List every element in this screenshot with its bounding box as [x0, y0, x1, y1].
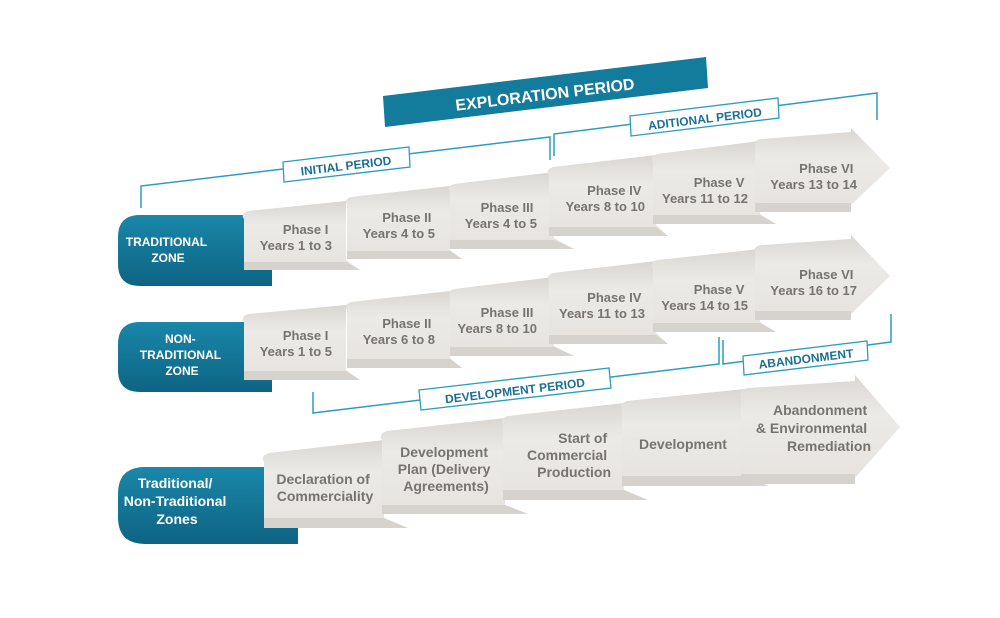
phase-years: Years 8 to 10	[566, 199, 646, 214]
phase-arrow: Phase VI Years 16 to 17	[754, 235, 890, 320]
traditional-zone-row: TRADITIONAL ZONE Phase I Years 1 to 3 Ph…	[118, 128, 890, 286]
development-step: Development	[620, 389, 768, 486]
svg-text:Abandonment & Environm: Abandonment & Environmental Remediation	[756, 402, 871, 454]
svg-text:Phase I Years 1 to 3: Phase I Years 1 to 3	[260, 222, 332, 253]
svg-text:Traditional/ Non-Tradi: Traditional/ Non-Traditional Zones	[124, 475, 231, 527]
phase-years: Years 14 to 15	[661, 298, 748, 313]
non-traditional-zone-label: NON- TRADITIONAL ZONE	[118, 322, 272, 392]
svg-text:Phase II Years 6 to 8: Phase II Years 6 to 8	[363, 316, 435, 347]
phase-arrow: Phase VI Years 13 to 14	[754, 128, 890, 212]
non-traditional-zone-line-3: ZONE	[165, 364, 198, 378]
phase-years: Years 1 to 3	[260, 238, 332, 253]
phase-name: Phase I	[283, 222, 329, 237]
development-steps-row: Traditional/ Non-Traditional Zones Decla…	[118, 375, 900, 544]
step-line: Development	[400, 444, 488, 460]
phase-name: Phase VI	[799, 267, 853, 282]
non-traditional-zone-line-1: NON-	[165, 332, 196, 346]
traditional-zone-label: TRADITIONAL ZONE	[118, 215, 272, 286]
step-line: Development	[639, 436, 727, 452]
phase-years: Years 11 to 12	[662, 191, 748, 206]
development-zone-line-3: Zones	[156, 511, 197, 527]
development-step: Development Plan (Delivery Agreements)	[380, 418, 528, 514]
phase-years: Years 16 to 17	[770, 283, 857, 298]
svg-text:Phase II Years 4 to 5: Phase II Years 4 to 5	[363, 210, 435, 241]
development-zone-line-2: Non-Traditional	[124, 493, 227, 509]
svg-text:Development: Development	[639, 436, 727, 452]
phase-name: Phase V	[694, 282, 745, 297]
step-line: Commerciality	[277, 488, 374, 504]
phase-years: Years 4 to 5	[363, 226, 435, 241]
development-arrow: Abandonment & Environmental Remediation	[740, 375, 900, 484]
phase-step: Phase IV Years 8 to 10	[547, 155, 668, 236]
development-step: Declaration of Commerciality	[262, 440, 408, 528]
step-line: Agreements)	[403, 478, 489, 494]
step-line: Start of	[558, 430, 607, 446]
phase-years: Years 8 to 10	[458, 321, 538, 336]
phase-name: Phase III	[481, 200, 534, 215]
svg-text:Phase III Years 8 to 1: Phase III Years 8 to 10	[458, 305, 538, 336]
phase-name: Phase IV	[587, 183, 642, 198]
phase-step: Phase I Years 1 to 5	[242, 305, 360, 380]
phase-name: Phase I	[283, 328, 329, 343]
phase-name: Phase VI	[799, 161, 853, 176]
phase-years: Years 6 to 8	[363, 332, 435, 347]
svg-text:Phase IV Years 8 to 10: Phase IV Years 8 to 10	[566, 183, 646, 214]
step-line: Remediation	[787, 438, 871, 454]
traditional-zone-line-2: ZONE	[151, 251, 184, 265]
phase-step: Phase II Years 4 to 5	[345, 186, 462, 259]
svg-text:Development Plan (Deli: Development Plan (Delivery Agreements)	[398, 444, 495, 494]
phase-years: Years 11 to 13	[559, 306, 645, 321]
step-line: Abandonment	[773, 402, 867, 418]
phase-step: Phase III Years 8 to 10	[448, 277, 574, 356]
phase-step: Phase IV Years 11 to 13	[547, 261, 668, 344]
phase-step: Phase V Years 11 to 12	[651, 141, 776, 224]
svg-text:Phase VI Years 13 to 1: Phase VI Years 13 to 14	[770, 161, 857, 192]
svg-text:Phase IV Years 11 to 1: Phase IV Years 11 to 13	[559, 290, 645, 321]
non-traditional-zone-row: NON- TRADITIONAL ZONE Phase I Years 1 to…	[118, 235, 890, 392]
svg-text:Phase VI Years 16 to 1: Phase VI Years 16 to 17	[770, 267, 857, 298]
abandonment-tag: ABANDONMENT	[742, 340, 869, 376]
svg-text:Start of Commercial: Start of Commercial Production	[527, 430, 611, 480]
svg-text:Phase I Years 1 to 5: Phase I Years 1 to 5	[260, 328, 332, 359]
step-line: Commercial	[527, 447, 607, 463]
phase-step: Phase I Years 1 to 3	[242, 201, 360, 270]
phase-years: Years 4 to 5	[465, 216, 537, 231]
phase-name: Phase II	[382, 210, 431, 225]
development-zone-line-1: Traditional/	[138, 475, 213, 491]
svg-text:Phase III Years 4 to 5: Phase III Years 4 to 5	[465, 200, 537, 231]
step-line: Declaration of	[276, 471, 370, 487]
initial-period-tag: INITIAL PERIOD	[282, 146, 411, 183]
phase-step: Phase V Years 14 to 15	[651, 249, 776, 332]
phase-name: Phase V	[694, 175, 745, 190]
svg-text:Phase V Years 14 to 15: Phase V Years 14 to 15	[661, 282, 748, 313]
phase-step: Phase II Years 6 to 8	[345, 291, 462, 368]
step-line: Production	[537, 464, 611, 480]
additional-period-tag: ADITIONAL PERIOD	[629, 97, 780, 137]
step-line: & Environmental	[756, 420, 867, 436]
svg-text:TRADITIONAL ZONE: TRADITIONAL ZONE	[126, 235, 210, 265]
phase-name: Phase III	[481, 305, 534, 320]
svg-text:Declaration of Commerc: Declaration of Commerciality	[276, 471, 373, 504]
phase-step: Phase III Years 4 to 5	[448, 172, 574, 249]
svg-text:Phase V Years 11 to 12: Phase V Years 11 to 12	[662, 175, 748, 206]
development-zone-label: Traditional/ Non-Traditional Zones	[118, 467, 298, 544]
development-step: Start of Commercial Production	[501, 403, 648, 500]
non-traditional-zone-line-2: TRADITIONAL	[140, 348, 221, 362]
step-line: Plan (Delivery	[398, 461, 491, 477]
phase-name: Phase II	[382, 316, 431, 331]
phase-name: Phase IV	[587, 290, 642, 305]
development-period-tag: DEVELOPMENT PERIOD	[418, 367, 612, 411]
phase-years: Years 1 to 5	[260, 344, 332, 359]
phase-years: Years 13 to 14	[770, 177, 857, 192]
traditional-zone-line-1: TRADITIONAL	[126, 235, 207, 249]
svg-text:NON- TRADITIONAL: NON- TRADITIONAL ZONE	[140, 332, 224, 378]
